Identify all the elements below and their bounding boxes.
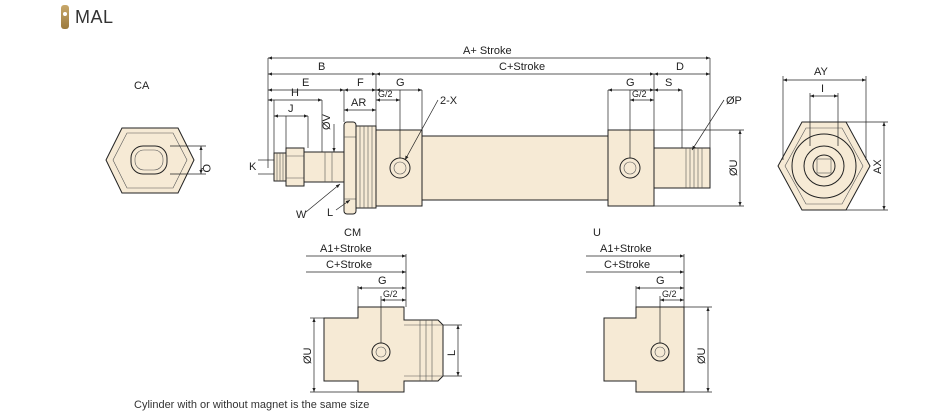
cylinder-barrel: [421, 135, 609, 201]
dim-h: H: [291, 87, 299, 99]
dim-u-g2: G/2: [662, 289, 677, 299]
dim-g-rear: G: [626, 77, 635, 89]
footer-note: Cylinder with or without magnet is the s…: [134, 399, 370, 411]
dim-k: K: [249, 161, 257, 173]
rear-boss-inner: [812, 154, 836, 178]
dim-u-g: G: [656, 275, 665, 287]
rear-stud: [653, 147, 711, 189]
section-badge-icon: [61, 5, 69, 29]
hex-outline-ca: [105, 127, 195, 194]
dim-cm-g: G: [378, 275, 387, 287]
main-side-view: A+ Stroke B C+Stroke D E F G G S H AR: [249, 45, 744, 221]
dim-d: D: [676, 61, 684, 73]
dim-f: F: [357, 77, 364, 89]
hex-inner-rear: [784, 127, 864, 205]
dim-dia-v: ØV: [321, 113, 333, 130]
dim-dia-p: ØP: [726, 95, 742, 107]
dim-e: E: [302, 77, 309, 89]
dim-dia-u-main: ØU: [728, 159, 740, 176]
dim-ax: AX: [872, 159, 884, 174]
dim-cm-a1-stroke: A1+Stroke: [320, 243, 372, 255]
rear-cap: [607, 129, 655, 207]
dim-cm-dia-u: ØU: [302, 347, 314, 364]
label-cm: CM: [344, 227, 361, 239]
dim-i: I: [821, 83, 824, 95]
hex-inner-ca: [112, 132, 188, 189]
label-u: U: [593, 227, 601, 239]
dim-cm-g2: G/2: [383, 289, 398, 299]
variant-u-view: U A1+Stroke C+Stroke G G/2 ØU: [586, 227, 712, 393]
dim-ay: AY: [814, 66, 829, 78]
dim-q: Q: [200, 164, 212, 173]
dim-j: J: [288, 103, 294, 115]
dim-l-main: L: [327, 207, 333, 219]
rod-slot-inner-ca: [134, 149, 164, 171]
u-end-body: [603, 306, 685, 393]
end-view-ca: CA Q: [105, 80, 212, 194]
dim-g2-front: G/2: [378, 89, 393, 99]
rod-nut: [285, 147, 305, 187]
dim-g2-rear: G/2: [632, 89, 647, 99]
label-ca: CA: [134, 80, 150, 92]
dim-g-front: G: [396, 77, 405, 89]
rod-slot-ca: [130, 145, 168, 175]
dim-2x: 2-X: [440, 95, 458, 107]
dim-u-dia-u: ØU: [696, 347, 708, 364]
header: MAL: [61, 4, 114, 30]
front-cap-neck: [355, 125, 377, 209]
rear-boss-mid: [803, 145, 845, 187]
dim-cm-c-stroke: C+Stroke: [326, 259, 372, 271]
cm-end-body: [323, 306, 444, 393]
dim-w: W: [296, 209, 307, 221]
rear-boss-outer: [791, 133, 857, 199]
rear-boss-core: [816, 158, 832, 174]
dim-ar: AR: [351, 97, 366, 109]
dim-b: B: [318, 61, 325, 73]
piston-rod: [303, 151, 345, 183]
variant-cm-view: CM A1+Stroke C+Stroke G G/2 ØU: [302, 227, 462, 393]
end-view-rear: AY I AX: [777, 66, 888, 211]
dim-s: S: [665, 77, 672, 89]
page-title: MAL: [75, 6, 114, 27]
dim-c-stroke: C+Stroke: [499, 61, 545, 73]
dim-u-a1-stroke: A1+Stroke: [600, 243, 652, 255]
dim-cm-l: L: [446, 350, 458, 356]
dim-u-c-stroke: C+Stroke: [604, 259, 650, 271]
dim-a-stroke: A+ Stroke: [463, 45, 512, 57]
